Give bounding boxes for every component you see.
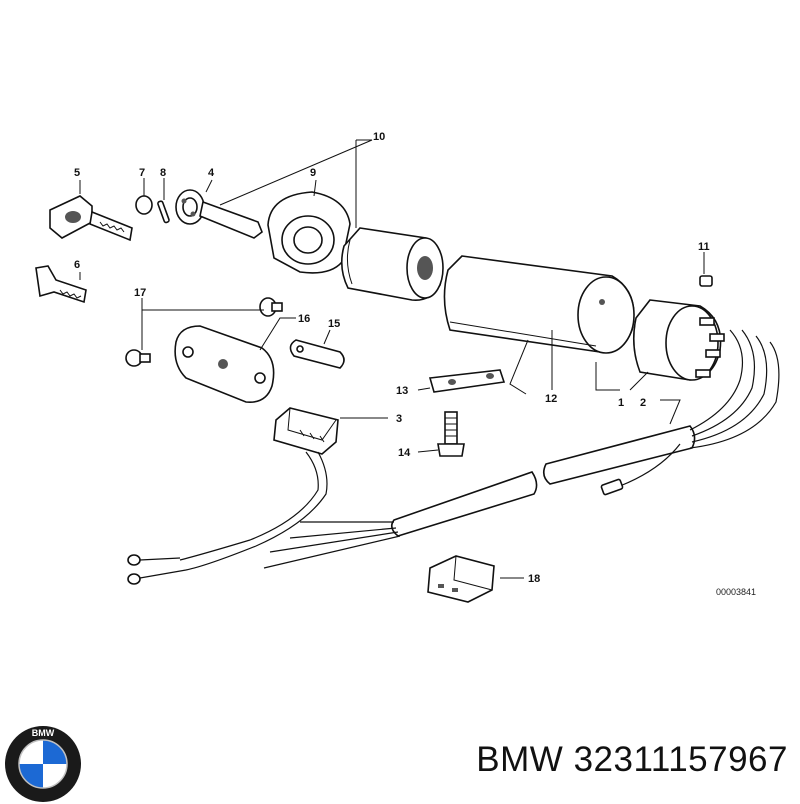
- plate-16-drawing: [174, 325, 275, 403]
- ring-housing-9-drawing: [267, 191, 351, 274]
- part-number: 32311157967: [573, 740, 788, 779]
- callout-5: 5: [74, 167, 80, 179]
- callout-15: 15: [328, 318, 340, 330]
- lock-cylinder-4-drawing: [175, 189, 263, 239]
- product-heading: BMW 32311157967: [476, 740, 788, 780]
- bmw-logo-icon: BMW: [5, 726, 81, 802]
- bracket-13-drawing: [428, 369, 506, 393]
- svg-text:BMW: BMW: [32, 728, 55, 738]
- callout-10: 10: [373, 131, 385, 143]
- callout-18: 18: [528, 573, 540, 585]
- callout-13: 13: [396, 385, 408, 397]
- callout-16: 16: [298, 313, 310, 325]
- callout-11: 11: [698, 241, 710, 253]
- connector-3-drawing: [273, 407, 339, 455]
- pin-8-drawing: [157, 200, 170, 224]
- switch-body-1-drawing: [632, 299, 725, 381]
- leader-lines: [79, 139, 705, 579]
- key-5-drawing: [49, 195, 133, 242]
- screw-11-drawing: [699, 275, 713, 287]
- callout-labels: 5 6 7 8 4 9 10 11 17 16 15 3 13 14 12 1 …: [74, 131, 756, 597]
- callout-4: 4: [208, 167, 215, 179]
- cap-7-drawing: [135, 195, 153, 215]
- brand-name: BMW: [476, 740, 564, 779]
- tube-housing-12-drawing: [443, 255, 635, 354]
- callout-12: 12: [545, 393, 557, 405]
- footer: BMW BMW 32311157967: [0, 700, 800, 802]
- relay-18-drawing: [427, 555, 495, 603]
- callout-7: 7: [139, 167, 145, 179]
- parts-diagram: 5 6 7 8 4 9 10 11 17 16 15 3 13 14 12 1 …: [35, 131, 780, 603]
- drawing-number: 00003841: [716, 587, 756, 597]
- callout-17: 17: [134, 287, 146, 299]
- callout-9: 9: [310, 167, 316, 179]
- callout-6: 6: [74, 259, 80, 271]
- plate-15-drawing: [289, 339, 345, 369]
- callout-2: 2: [640, 397, 646, 409]
- wiring-harness-drawing: [127, 329, 780, 585]
- callout-8: 8: [160, 167, 166, 179]
- callout-1: 1: [618, 397, 624, 409]
- barrel-10-drawing: [340, 227, 444, 302]
- callout-3: 3: [396, 413, 402, 425]
- key-6-drawing: [35, 265, 87, 304]
- bolt-14-drawing: [437, 411, 465, 457]
- callout-14: 14: [398, 447, 411, 459]
- screws-17-drawing: [125, 297, 283, 367]
